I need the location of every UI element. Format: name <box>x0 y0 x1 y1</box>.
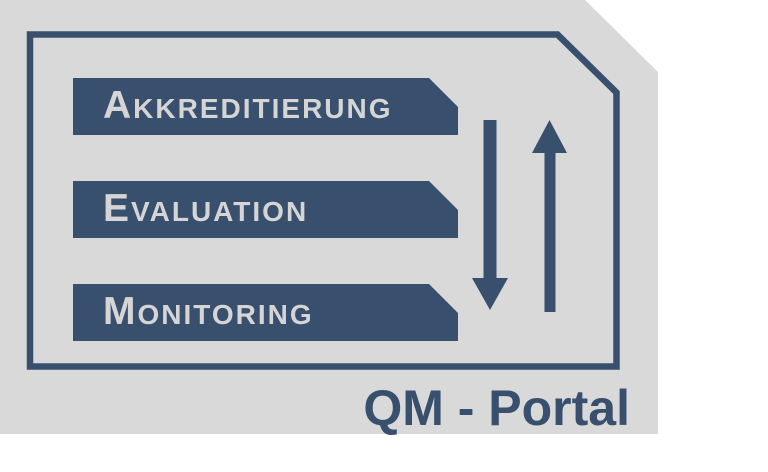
banner-monitoring[interactable]: MONITORING <box>73 284 458 341</box>
banner-akkreditierung[interactable]: AKKREDITIERUNG <box>73 78 458 135</box>
banner-evaluation[interactable]: EVALUATION <box>73 181 458 238</box>
portal-title: QM - Portal <box>363 380 630 436</box>
